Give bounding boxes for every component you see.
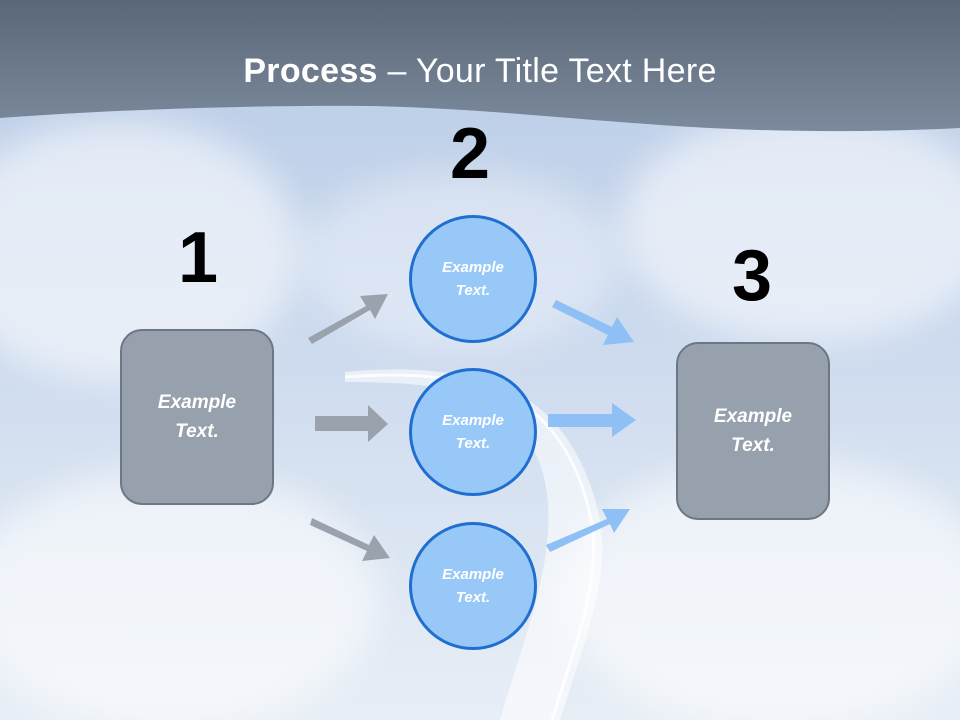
step-1-text: Example Text.	[157, 392, 237, 442]
slide-title: Process – Your Title Text Here	[0, 52, 960, 91]
circle-bottom-text: Example Text.	[442, 566, 504, 606]
step-3-text: Example Text.	[713, 406, 793, 456]
header-wave	[0, 0, 960, 132]
step-3-box[interactable]: Example Text.	[676, 342, 830, 520]
arrow-down-right-grey	[310, 518, 390, 561]
slide-title-rest: – Your Title Text Here	[377, 52, 717, 90]
cloud-shape	[0, 470, 380, 720]
circle-bottom[interactable]: Example Text.	[409, 522, 537, 650]
step-number-1: 1	[178, 218, 219, 298]
header-band: Process – Your Title Text Here	[0, 0, 960, 150]
step-1-box[interactable]: Example Text.	[120, 329, 274, 505]
slide-title-bold: Process	[243, 52, 378, 90]
step-number-3: 3	[732, 236, 773, 316]
arrow-right-grey	[315, 405, 388, 442]
circle-top-text: Example Text.	[442, 259, 504, 299]
arrow-right-blue	[548, 403, 636, 437]
arrow-up-right-grey	[308, 294, 388, 344]
circle-middle[interactable]: Example Text.	[409, 368, 537, 496]
step-number-2: 2	[450, 114, 491, 194]
circle-middle-text: Example Text.	[442, 412, 504, 452]
arrow-down-right-blue	[552, 300, 634, 345]
arrow-up-right-blue	[546, 509, 630, 552]
cloud-shape	[620, 110, 960, 340]
circle-top[interactable]: Example Text.	[409, 215, 537, 343]
